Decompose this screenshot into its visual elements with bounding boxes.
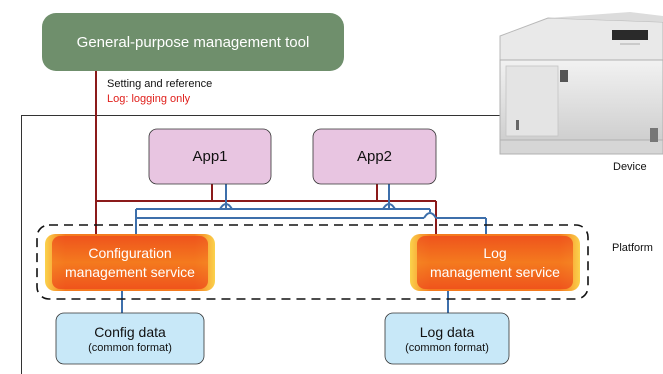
platform-label: Platform xyxy=(612,242,653,254)
config-data-box xyxy=(55,312,205,365)
config-service-line1: Configuration xyxy=(88,244,172,261)
app2-box xyxy=(312,128,437,185)
log-service-line2: management service xyxy=(430,263,560,280)
log-data-box xyxy=(384,312,510,365)
log-logging-note: Log: logging only xyxy=(107,93,191,105)
log-service-label: Log management service xyxy=(410,234,580,291)
config-service-box xyxy=(45,234,215,291)
app1-label: App1 xyxy=(192,148,228,165)
log-service-box xyxy=(410,234,580,291)
setting-reference-note: Setting and reference xyxy=(107,78,213,90)
log-data-label: Log data (common format) xyxy=(385,313,509,364)
red-connections xyxy=(95,71,437,234)
config-data-title: Config data xyxy=(94,323,166,340)
config-data-label: Config data (common format) xyxy=(56,313,204,364)
config-service-label: Configuration management service xyxy=(45,234,215,291)
platform-boundary xyxy=(36,224,589,300)
app2-label: App2 xyxy=(356,148,393,165)
log-service-line1: Log xyxy=(483,244,507,261)
device-label: Device xyxy=(613,161,647,173)
log-data-subtitle: (common format) xyxy=(405,341,489,354)
management-tool-box xyxy=(42,13,344,71)
config-data-subtitle: (common format) xyxy=(88,341,172,354)
app1-box xyxy=(148,128,272,185)
blue-connections xyxy=(121,184,487,313)
log-data-title: Log data xyxy=(419,323,475,340)
management-tool-label: General-purpose management tool xyxy=(76,33,310,51)
printer-icon xyxy=(499,12,663,155)
config-service-line2: management service xyxy=(65,263,195,280)
